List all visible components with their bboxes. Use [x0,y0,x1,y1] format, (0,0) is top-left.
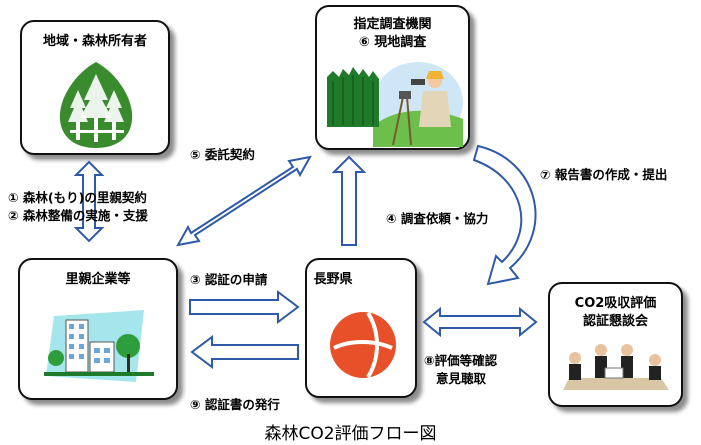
node-company-title: 里親企業等 [65,272,131,287]
edge-label-8-line2: 意見聴取 [436,371,487,386]
arrow-certificate [190,335,299,369]
arrow-nagano-committee [422,306,538,338]
diagram-caption: 森林CO2評価フロー図 [264,424,437,444]
forest-icon [59,62,133,148]
arrow-report [472,144,537,286]
forest-survey-illustration [327,62,463,147]
nagano-prefecture-emblem [330,311,396,379]
node-survey-org: 指定調査機関 ⑥ 現地調査 [315,5,470,150]
arrow-company-survey [176,155,312,247]
meeting-illustration [563,344,669,390]
node-committee: CO2吸収評価 認証懇談会 [548,282,683,407]
arrow-apply [189,290,300,324]
node-committee-title-1: CO2吸収評価 [574,296,657,311]
arrow-nagano-survey [331,155,367,246]
edge-label-2: ② 森林整備の実施・支援 [8,208,148,223]
node-nagano-title: 長野県 [313,272,353,287]
node-owner: 地域・森林所有者 [20,20,170,155]
edge-label-8-line1: ⑧評価等確認 [424,353,498,368]
node-survey-org-title: 指定調査機関 [353,17,432,32]
edge-label-5: ⑤ 委託契約 [190,147,255,162]
node-committee-title-2: 認証懇談会 [582,314,648,329]
edge-label-9: ⑨ 認証書の発行 [190,397,280,412]
edge-label-3: ③ 認証の申請 [190,272,268,287]
edge-label-7: ⑦ 報告書の作成・提出 [540,167,668,182]
building-icon [44,310,154,382]
node-nagano: 長野県 [305,258,417,398]
node-owner-title: 地域・森林所有者 [42,34,147,49]
node-company: 里親企業等 [18,258,178,400]
node-survey-org-subtitle: ⑥ 現地調査 [358,35,427,50]
arrow-owner-company [73,160,105,243]
edge-label-4: ④ 調査依頼・協力 [386,211,489,226]
edge-label-1: ① 森林(もり)の里親契約 [8,190,147,205]
